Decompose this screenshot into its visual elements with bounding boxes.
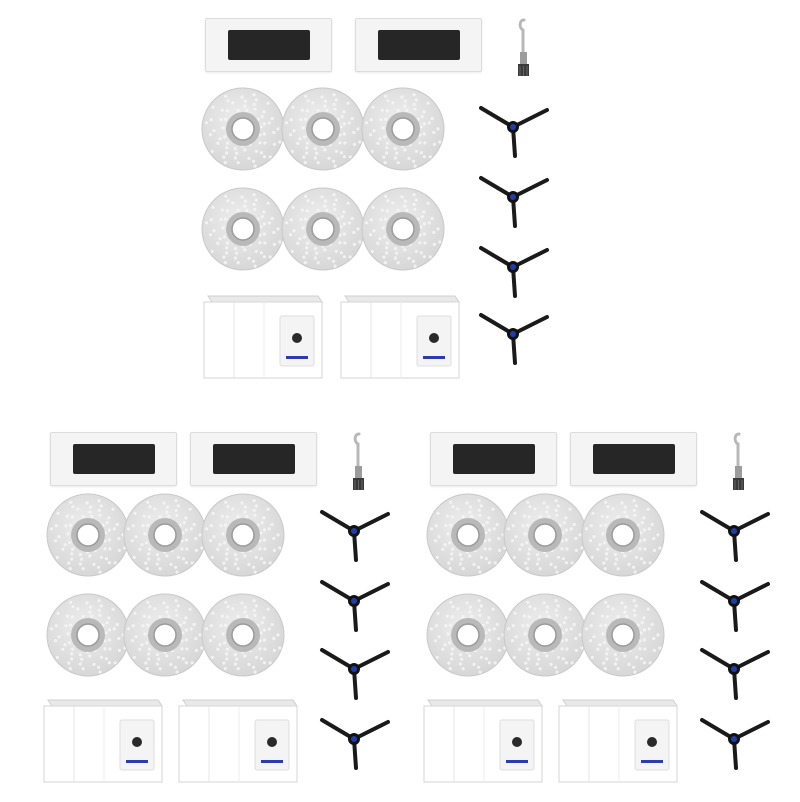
side-brush-icon: [475, 236, 551, 298]
mop-pad-icon: [200, 592, 286, 678]
mop-pad-icon: [280, 86, 366, 172]
filter-icon: [570, 432, 697, 486]
filter-icon: [430, 432, 557, 486]
mop-pad-icon: [200, 86, 286, 172]
cleaning-tool-icon: [515, 18, 531, 78]
side-brush-icon: [316, 708, 392, 770]
mop-pad-icon: [122, 492, 208, 578]
mop-pad-icon: [360, 186, 446, 272]
kit-bottom-right: [420, 422, 780, 802]
mop-pad-icon: [502, 492, 588, 578]
side-brush-icon: [475, 166, 551, 228]
side-brush-icon: [316, 570, 392, 632]
mop-pad-icon: [122, 592, 208, 678]
dust-bag-icon: [200, 290, 325, 380]
dust-bag-icon: [175, 694, 300, 784]
kit-bottom-left: [40, 422, 400, 802]
filter-icon: [205, 18, 332, 72]
filter-icon: [190, 432, 317, 486]
cleaning-tool-icon: [730, 432, 746, 492]
dust-bag-icon: [420, 694, 545, 784]
mop-pad-icon: [200, 492, 286, 578]
side-brush-icon: [696, 500, 772, 562]
kit-top: [195, 8, 555, 388]
dust-bag-icon: [40, 694, 165, 784]
mop-pad-icon: [200, 186, 286, 272]
mop-pad-icon: [360, 86, 446, 172]
side-brush-icon: [316, 638, 392, 700]
mop-pad-icon: [425, 492, 511, 578]
mop-pad-icon: [45, 592, 131, 678]
side-brush-icon: [316, 500, 392, 562]
dust-bag-icon: [555, 694, 680, 784]
side-brush-icon: [696, 570, 772, 632]
mop-pad-icon: [580, 492, 666, 578]
mop-pad-icon: [425, 592, 511, 678]
mop-pad-icon: [280, 186, 366, 272]
side-brush-icon: [696, 708, 772, 770]
side-brush-icon: [475, 96, 551, 158]
side-brush-icon: [475, 303, 551, 365]
side-brush-icon: [696, 638, 772, 700]
mop-pad-icon: [502, 592, 588, 678]
filter-icon: [355, 18, 482, 72]
filter-icon: [50, 432, 177, 486]
cleaning-tool-icon: [350, 432, 366, 492]
mop-pad-icon: [580, 592, 666, 678]
mop-pad-icon: [45, 492, 131, 578]
dust-bag-icon: [337, 290, 462, 380]
